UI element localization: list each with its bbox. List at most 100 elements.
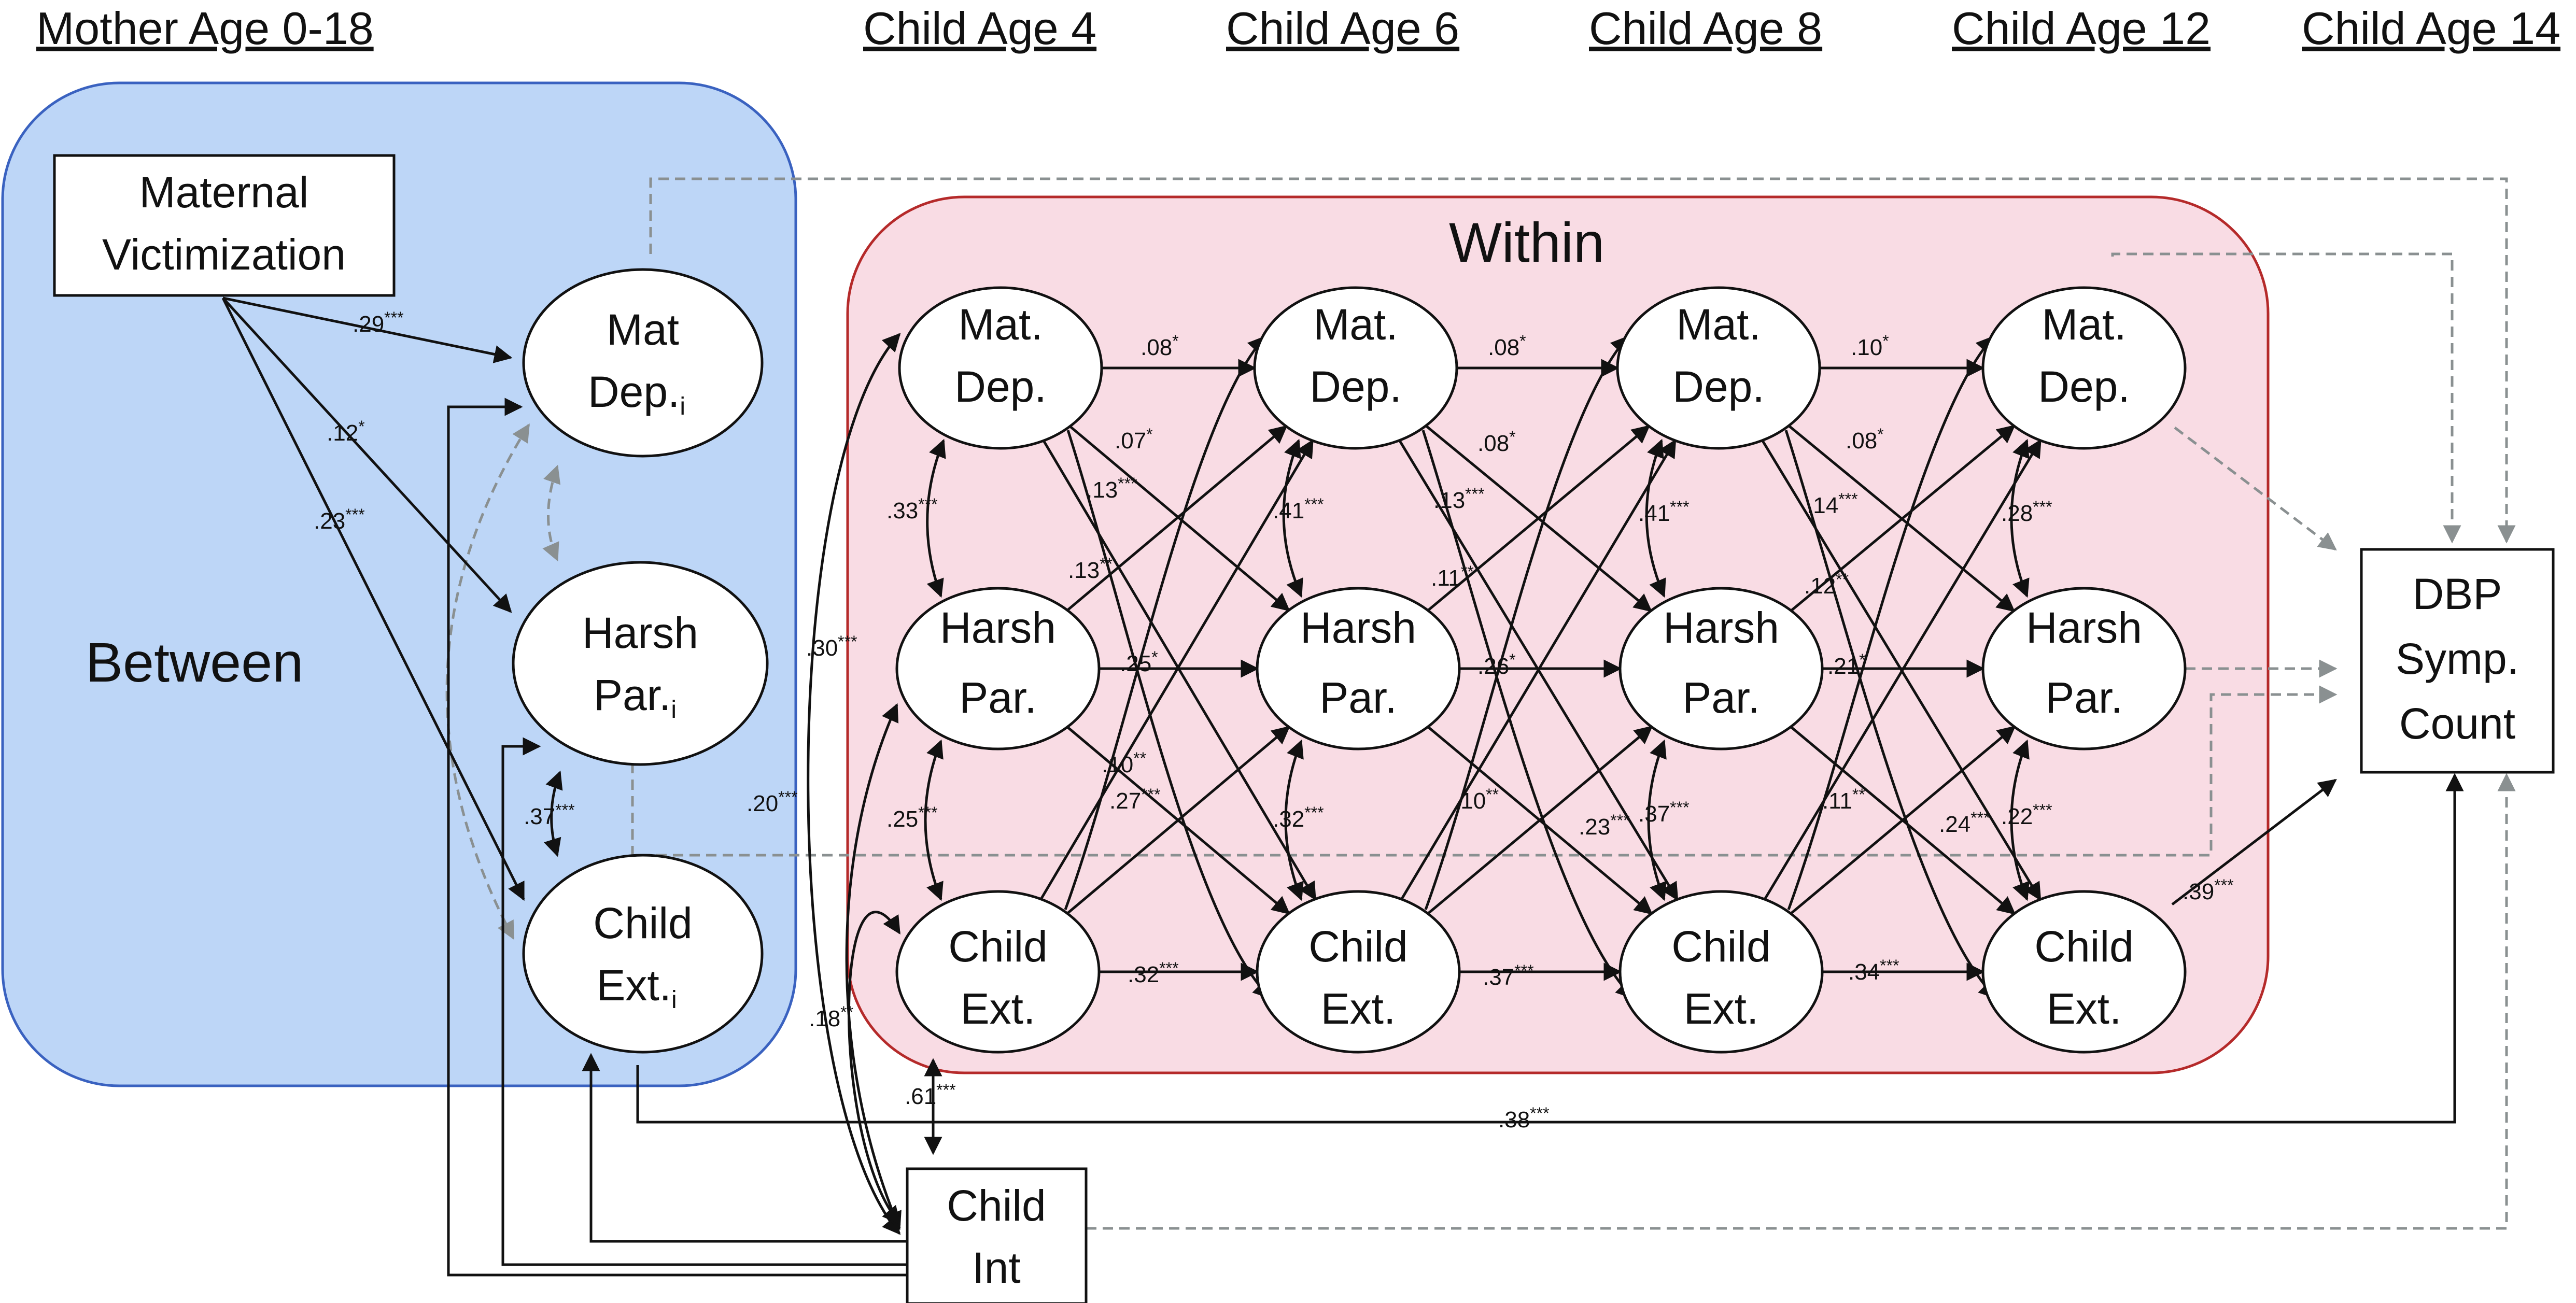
coef-a4-md-md: .08* — [1141, 332, 1179, 360]
header-child-age-14: Child Age 14 — [2302, 3, 2560, 54]
coef-value: .23 — [314, 508, 345, 534]
coef-a4-md-hp: .07* — [1115, 425, 1153, 454]
md12-label-2: Dep. — [2038, 362, 2130, 411]
coef-significance: ** — [1486, 785, 1499, 804]
coef-significance: * — [1882, 332, 1889, 350]
path-hp-to-md-wave3 — [1790, 424, 2016, 612]
coef-significance: *** — [1141, 785, 1160, 804]
md4-label-2: Dep. — [954, 362, 1046, 411]
coef-ci-md4: .30*** — [806, 632, 857, 661]
coef-significance: *** — [1514, 961, 1533, 980]
dashed-cov-md-hp-between — [542, 464, 561, 562]
coef-value: .33 — [886, 498, 918, 523]
coef-significance: *** — [1670, 798, 1689, 817]
cov-hp-ce-wave3 — [1647, 739, 1667, 901]
coef-a4-md-ce: .13*** — [1086, 474, 1137, 503]
md8-label-1: Mat. — [1676, 300, 1761, 349]
cov-md-hp-wave1 — [926, 438, 946, 598]
coef-value: .32 — [1273, 806, 1304, 832]
coef-significance: ** — [1836, 570, 1849, 589]
node-mat-dep-8 — [1616, 286, 1821, 450]
coef-a4-hp-md: .13** — [1068, 555, 1113, 583]
dbp-label-2: Symp. — [2396, 634, 2519, 683]
coef-a8-hp-md: .12** — [1804, 570, 1849, 599]
between-ce-label-2: Ext.i — [596, 961, 677, 1014]
coef-a4-hp-hp: .25* — [1120, 648, 1158, 676]
mv-label-1: Maternal — [139, 168, 309, 217]
coef-a6-ce-ce: .37*** — [1483, 961, 1534, 990]
coef-value: .29 — [353, 311, 384, 337]
ci-label-1: Child — [947, 1181, 1046, 1230]
coef-value: .10 — [1454, 788, 1486, 814]
between-hp-label-2-sub: i — [671, 696, 677, 724]
coef-a8-md-hp: .08* — [1846, 425, 1884, 454]
coef-value: .08 — [1846, 428, 1877, 454]
coef-value: .41 — [1273, 498, 1304, 523]
coef-value: .22 — [2001, 804, 2033, 829]
coef-value: .37 — [524, 804, 555, 829]
path-ce12-dbp — [2171, 778, 2337, 905]
md6-label-1: Mat. — [1313, 300, 1398, 349]
coef-a8-hp-ce-cov: .37*** — [1638, 798, 1690, 827]
cov-hp-ce-wave1 — [924, 739, 944, 901]
path-mv-hp — [222, 297, 512, 613]
node-mat-dep-4 — [898, 286, 1103, 450]
path-md-to-hp-wave1 — [1069, 425, 1290, 612]
node-child-ext-4 — [895, 890, 1101, 1054]
skip-md-ce-wave1 — [1066, 430, 1272, 999]
coef-a6-md-hp: .08* — [1477, 428, 1516, 456]
node-harsh-par-12 — [1981, 587, 2187, 750]
coef-a6-hp-hp: .26* — [1477, 650, 1516, 679]
dbp-label-1: DBP — [2413, 570, 2502, 618]
coef-value: .21 — [1827, 654, 1859, 679]
ci-label-2: Int — [972, 1243, 1020, 1292]
path-ce-to-hp-wave3 — [1790, 726, 2016, 915]
coef-a8-ce-ce: .34*** — [1848, 956, 1899, 985]
coef-significance: *** — [918, 803, 937, 822]
path-cov-hp-ce-between — [543, 770, 563, 857]
coef-significance: * — [358, 417, 364, 436]
coef-mv-hp: .12* — [327, 417, 365, 446]
hp12-label-2: Par. — [2045, 673, 2122, 722]
node-mat-dep-6 — [1253, 286, 1458, 450]
coef-value: .13 — [1068, 558, 1100, 583]
cov-md-hp-wave2 — [1282, 438, 1303, 598]
path-ci-ce4 — [847, 911, 901, 1225]
ce6-label-1: Child — [1308, 922, 1407, 971]
coef-significance: *** — [1118, 474, 1137, 493]
within-paths — [924, 335, 2042, 999]
coef-significance: *** — [918, 495, 937, 514]
header-child-age-6: Child Age 6 — [1226, 3, 1459, 54]
coef-significance: ** — [1852, 785, 1865, 804]
node-child-ext-8 — [1618, 890, 1824, 1054]
path-ci-md-between — [447, 398, 907, 1277]
between-md-label-1: Mat — [607, 305, 679, 354]
path-ci-ce-between — [582, 1053, 907, 1243]
md8-label-2: Dep. — [1672, 362, 1764, 411]
coef-significance: ** — [840, 1003, 853, 1022]
skip-md-ce-wave2 — [1421, 430, 1635, 999]
coef-value: .13 — [1433, 488, 1465, 513]
node-dbp — [2360, 548, 2555, 774]
coef-a4-ce-hp: .27*** — [1109, 785, 1161, 814]
header-mother-age: Mother Age 0-18 — [36, 3, 374, 54]
coef-significance: *** — [936, 1081, 955, 1099]
coef-a8-md-ce: .14*** — [1807, 490, 1858, 518]
node-mat-dep-12 — [1981, 286, 2187, 450]
coef-ci-cx: .18** — [809, 1003, 853, 1031]
coefficient-labels: .29***.12*.23***.37***.30***.20***.18**.… — [314, 308, 2234, 1132]
coef-value: .41 — [1638, 501, 1670, 526]
coef-value: .37 — [1483, 965, 1514, 990]
hp4-label-2: Par. — [959, 673, 1036, 722]
md4-label-1: Mat. — [958, 300, 1043, 349]
node-child-int — [906, 1167, 1088, 1303]
md12-label-1: Mat. — [2042, 300, 2126, 349]
between-md-label-2-main: Dep. — [588, 367, 680, 416]
coef-value: .25 — [1120, 651, 1151, 676]
coef-value: .30 — [806, 635, 838, 661]
coef-significance: *** — [1530, 1104, 1549, 1123]
coef-value: .08 — [1141, 335, 1172, 360]
coef-a8-hp-hp: .21* — [1827, 650, 1866, 679]
node-harsh-par-4 — [895, 587, 1101, 750]
